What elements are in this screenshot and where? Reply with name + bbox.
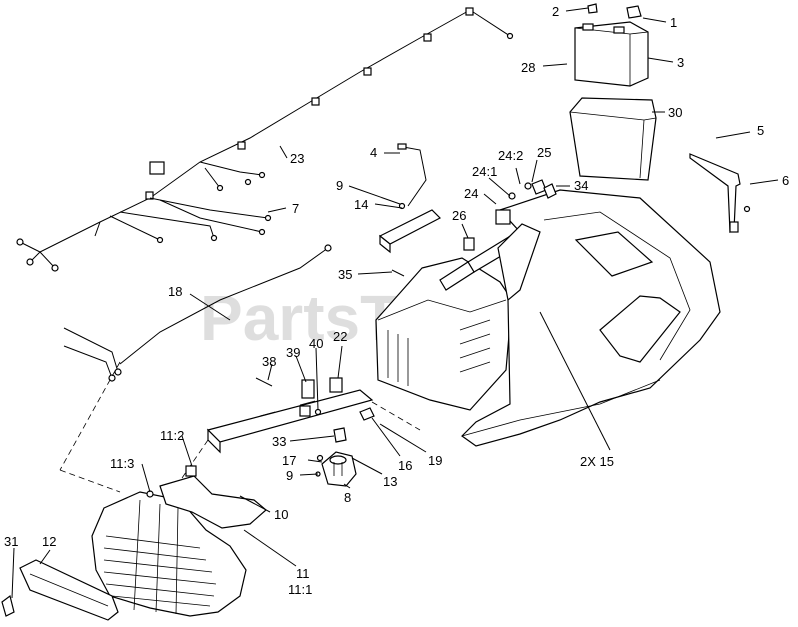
assembly-line-right bbox=[371, 401, 421, 431]
battery-bolt bbox=[587, 3, 598, 14]
bushing-33 bbox=[333, 427, 347, 443]
callout-11-1: 11:1 bbox=[288, 582, 312, 597]
ignition-switch bbox=[321, 451, 357, 487]
fuse-holder bbox=[463, 237, 475, 251]
grille-bracket bbox=[159, 465, 267, 529]
screw-9 bbox=[398, 202, 406, 210]
bumper bbox=[19, 559, 119, 621]
bumper-end-cap bbox=[1, 594, 15, 617]
dash-panel bbox=[375, 229, 529, 411]
fuse-b bbox=[524, 182, 532, 190]
battery-terminal-cap bbox=[626, 5, 642, 19]
washer-17 bbox=[316, 454, 324, 462]
callout-31: 31 bbox=[4, 534, 18, 549]
callout-30: 30 bbox=[668, 105, 682, 120]
cable bbox=[63, 244, 332, 382]
callout-39: 39 bbox=[286, 345, 300, 360]
callout-26: 26 bbox=[452, 208, 466, 223]
callout-38: 38 bbox=[262, 354, 276, 369]
callout-25: 25 bbox=[537, 145, 551, 160]
callout-12: 12 bbox=[42, 534, 56, 549]
callout-1: 1 bbox=[670, 15, 677, 30]
hardware-6 bbox=[743, 205, 751, 213]
battery-strap bbox=[689, 153, 741, 233]
assembly-line-base bbox=[59, 469, 121, 493]
callout-13: 13 bbox=[383, 474, 397, 489]
leader-lines bbox=[11, 7, 779, 599]
callout-8: 8 bbox=[344, 490, 351, 505]
callout-23: 23 bbox=[290, 151, 304, 166]
wire-harness bbox=[16, 7, 514, 272]
relay bbox=[495, 209, 511, 225]
fuse-a bbox=[508, 192, 516, 200]
callout-19: 19 bbox=[428, 453, 442, 468]
callout-34: 34 bbox=[574, 178, 588, 193]
callout-40: 40 bbox=[309, 336, 323, 351]
callout-9b: 9 bbox=[286, 468, 293, 483]
assembly-line-left bbox=[59, 361, 121, 471]
callout-6: 6 bbox=[782, 173, 789, 188]
callout-16: 16 bbox=[398, 458, 412, 473]
bolt-38 bbox=[255, 377, 273, 387]
clip-40 bbox=[314, 408, 322, 416]
callout-2x15: 2X 15 bbox=[580, 454, 614, 469]
callout-22: 22 bbox=[333, 329, 347, 344]
callout-3: 3 bbox=[677, 55, 684, 70]
nut-16 bbox=[359, 407, 375, 421]
battery-tray bbox=[569, 97, 657, 181]
callout-33: 33 bbox=[272, 434, 286, 449]
bracket-22 bbox=[329, 377, 343, 393]
switch-39 bbox=[299, 379, 315, 417]
callout-24-2: 24:2 bbox=[498, 148, 523, 163]
clip-35 bbox=[391, 269, 405, 277]
battery bbox=[574, 21, 649, 87]
switch-bracket bbox=[378, 209, 442, 254]
plug-34 bbox=[543, 183, 557, 199]
callout-5: 5 bbox=[757, 123, 764, 138]
assembly-line-mid bbox=[181, 439, 209, 479]
rail-bracket bbox=[206, 389, 374, 454]
callout-11-3: 11:3 bbox=[110, 456, 134, 471]
switch-cable bbox=[397, 143, 427, 207]
callout-35: 35 bbox=[338, 267, 352, 282]
callout-18: 18 bbox=[168, 284, 182, 299]
callout-24: 24 bbox=[464, 186, 478, 201]
callout-2: 2 bbox=[552, 4, 559, 19]
callout-14: 14 bbox=[354, 197, 368, 212]
callout-11-2: 11:2 bbox=[160, 428, 184, 443]
callout-11: 11 bbox=[296, 566, 310, 581]
callout-9: 9 bbox=[336, 178, 343, 193]
callout-17: 17 bbox=[282, 453, 296, 468]
fender bbox=[461, 189, 721, 447]
callout-24-1: 24:1 bbox=[472, 164, 497, 179]
callout-28: 28 bbox=[521, 60, 535, 75]
connector-25 bbox=[531, 179, 547, 195]
callout-4: 4 bbox=[370, 145, 377, 160]
callout-10: 10 bbox=[274, 507, 288, 522]
callout-7: 7 bbox=[292, 201, 299, 216]
